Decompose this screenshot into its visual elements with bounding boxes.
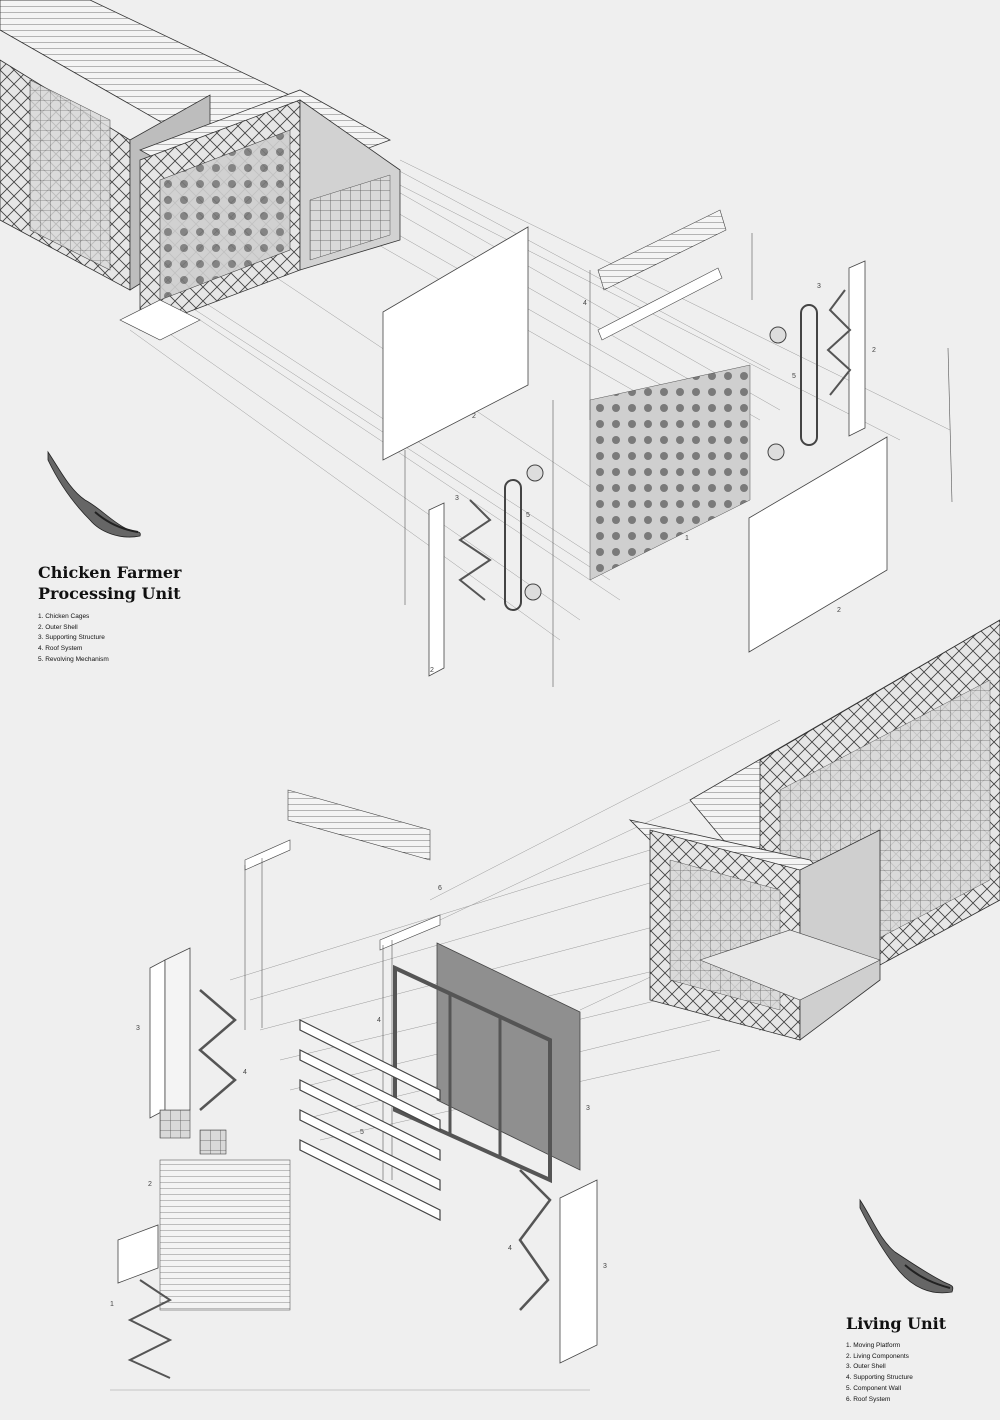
living-callout: 6: [438, 885, 442, 892]
living-callout: 4: [377, 1017, 381, 1024]
site-model-icon: [47, 450, 141, 538]
component-wall-frame: [393, 964, 552, 1184]
living-component: [199, 1129, 227, 1155]
living-callout: 4: [243, 1069, 247, 1076]
living-unit-title: Living Unit: [846, 1314, 947, 1333]
living-callout: 3: [136, 1025, 140, 1032]
living-unit-exploded-components: 1 2 3 3 3 4 4 4 5 6: [110, 789, 607, 1379]
supporting-structure: [826, 289, 852, 396]
legend-item: 3. Supporting Structure: [38, 634, 105, 642]
chicken-callout: 1: [685, 535, 689, 542]
roof-system: [287, 789, 431, 861]
legend-item: 2. Living Components: [846, 1352, 909, 1360]
living-callout: 3: [586, 1105, 590, 1112]
legend-item: 4. Roof System: [38, 645, 83, 653]
supporting-structure: [518, 1169, 552, 1311]
chicken-callout: 2: [872, 347, 876, 354]
chicken-callout: 2: [837, 607, 841, 614]
chicken-callout: 2: [430, 667, 434, 674]
legend-item: 1. Moving Platform: [846, 1342, 901, 1349]
living-unit-legend: 1. Moving Platform 2. Living Components …: [846, 1341, 913, 1405]
chicken-callout: 5: [526, 512, 530, 519]
site-model-icon: [859, 1198, 954, 1294]
chicken-cages-grid: [589, 364, 751, 581]
living-unit-assembled-building: [628, 619, 1000, 1041]
legend-item: 3. Outer Shell: [846, 1363, 886, 1371]
outer-shell-panel: [149, 959, 166, 1119]
chicken-unit-title-line2: Processing Unit: [38, 584, 181, 603]
legend-item: 5. Component Wall: [846, 1384, 902, 1392]
moving-platform-scissor-lift: [127, 1279, 173, 1379]
chicken-callout: 2: [472, 413, 476, 420]
component-wall-beams: [299, 1019, 441, 1221]
outer-shell-side-panel: [848, 260, 866, 437]
roof-system: [597, 209, 727, 291]
living-components-cluster: [159, 1159, 291, 1311]
supporting-structure: [458, 499, 492, 601]
outer-shell-panel: [382, 226, 529, 461]
revolving-mechanism-belt: [504, 479, 522, 611]
living-callout: 2: [148, 1181, 152, 1188]
outer-shell-panel: [559, 1179, 598, 1364]
living-callout: 3: [603, 1263, 607, 1270]
living-callout: 1: [110, 1301, 114, 1308]
chicken-callout: 5: [792, 373, 796, 380]
chicken-unit-title-line1: Chicken Farmer: [38, 563, 182, 582]
living-callout: 4: [508, 1245, 512, 1252]
chicken-unit-legend: 1. Chicken Cages 2. Outer Shell 3. Suppo…: [38, 612, 109, 666]
outer-shell-front-panel: [748, 436, 888, 653]
chicken-callout: 3: [817, 283, 821, 290]
chicken-callout: 3: [455, 495, 459, 502]
legend-item: 4. Supporting Structure: [846, 1374, 913, 1382]
chicken-unit-exploded-components: 1 2 2 2 2 3 3 4 5 5: [382, 209, 953, 687]
supporting-structure: [198, 989, 237, 1111]
legend-item: 2. Outer Shell: [38, 623, 78, 631]
chicken-unit-assembled-building: [0, 0, 401, 341]
legend-item: 1. Chicken Cages: [38, 613, 90, 620]
legend-item: 5. Revolving Mechanism: [38, 655, 109, 663]
outer-shell-dark-panel: [436, 942, 581, 1171]
outer-shell-side-panel: [428, 502, 445, 677]
chicken-callout: 4: [583, 300, 587, 307]
revolving-mechanism-belt: [800, 304, 818, 446]
moving-platform-box: [117, 1224, 159, 1284]
living-component: [159, 1109, 191, 1139]
living-callout: 5: [360, 1129, 364, 1136]
legend-item: 6. Roof System: [846, 1395, 891, 1403]
chicken-unit-title: Chicken Farmer Processing Unit: [38, 562, 181, 604]
